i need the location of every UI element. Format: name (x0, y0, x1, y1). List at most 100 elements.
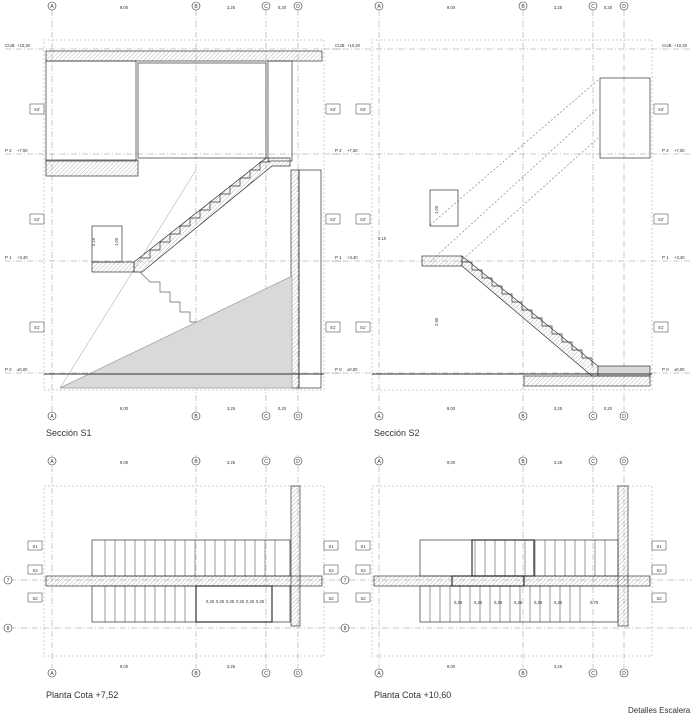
level-cub: CUB (662, 43, 672, 48)
svg-text:S3: S3 (328, 568, 334, 573)
svg-text:S3': S3' (658, 107, 664, 112)
svg-text:S2: S2 (32, 596, 38, 601)
svg-text:±0,00: ±0,00 (674, 367, 685, 372)
level-p2: P 2 (335, 148, 342, 153)
level-p0-elev: ±0,00 (17, 367, 28, 372)
svg-text:3,25: 3,25 (227, 460, 236, 465)
svg-text:0,25: 0,25 (246, 599, 255, 604)
axis-label: A (377, 414, 381, 420)
svg-text:0,25: 0,25 (454, 600, 463, 605)
svg-text:0,20: 0,20 (604, 406, 613, 411)
level-p0: P 0 (335, 367, 342, 372)
axis-label: C (591, 671, 595, 677)
svg-text:+3,40: +3,40 (674, 255, 685, 260)
axis-label: C (591, 4, 595, 10)
axis-label: D (622, 4, 626, 10)
axis-spacing-dims: 9,00 3,25 0,20 9,00 3,25 0,20 9,00 3,25 … (120, 5, 613, 669)
sheet-title: Detalles Escalera (628, 706, 691, 715)
row-axis-label: 8 (7, 626, 10, 632)
svg-text:S1: S1 (360, 544, 366, 549)
svg-text:3,25: 3,25 (227, 406, 236, 411)
svg-text:0,20: 0,20 (604, 5, 613, 10)
plan-752-drawing (10, 455, 345, 668)
svg-text:S2': S2' (658, 217, 664, 222)
svg-text:0,25: 0,25 (206, 599, 215, 604)
axis-label: D (622, 414, 626, 420)
svg-text:0,25: 0,25 (226, 599, 235, 604)
axis-label: B (521, 671, 525, 677)
axis-label: C (264, 4, 268, 10)
level-p0: P 0 (5, 367, 12, 372)
axis-label: D (622, 459, 626, 465)
axis-label: B (194, 671, 198, 677)
axis-label: D (622, 671, 626, 677)
row-axis-label: 7 (344, 578, 347, 584)
axis-label: C (591, 414, 595, 420)
row-axis-label: 7 (7, 578, 10, 584)
svg-text:0,25: 0,25 (554, 600, 563, 605)
axis-label: D (296, 459, 300, 465)
svg-text:9,00: 9,00 (120, 406, 129, 411)
svg-text:0,75: 0,75 (590, 600, 599, 605)
axis-label: B (521, 4, 525, 10)
axis-label: C (264, 459, 268, 465)
axis-label: C (591, 459, 595, 465)
svg-text:S3: S3 (656, 568, 662, 573)
svg-text:3,25: 3,25 (554, 5, 563, 10)
axis-label: C (264, 414, 268, 420)
axis-label: A (50, 4, 54, 10)
svg-text:0,25: 0,25 (494, 600, 503, 605)
section-s1-drawing (5, 10, 345, 412)
row-axis-label: 8 (344, 626, 347, 632)
svg-text:3,25: 3,25 (554, 406, 563, 411)
svg-text:9,00: 9,00 (447, 406, 456, 411)
grid-bubbles (3, 1, 629, 678)
level-cub-elev: +10,30 (17, 43, 31, 48)
svg-text:1,05: 1,05 (434, 205, 439, 214)
svg-text:S2: S2 (328, 596, 334, 601)
svg-text:9,00: 9,00 (447, 5, 456, 10)
svg-text:0,20: 0,20 (278, 5, 287, 10)
svg-text:0,25: 0,25 (216, 599, 225, 604)
svg-text:3,25: 3,25 (227, 664, 236, 669)
level-p0: P 0 (662, 367, 669, 372)
level-p1: P 1 (335, 255, 342, 260)
svg-text:S3': S3' (330, 107, 336, 112)
svg-text:+7,50: +7,50 (347, 148, 358, 153)
svg-text:S2': S2' (34, 217, 40, 222)
caption-plan-752: Planta Cota +7,52 (46, 690, 119, 700)
svg-text:S1': S1' (658, 325, 664, 330)
level-p2: P 2 (662, 148, 669, 153)
svg-text:0,25: 0,25 (514, 600, 523, 605)
plan-section-marks (27, 540, 667, 603)
caption-section-s2: Sección S2 (374, 428, 420, 438)
svg-text:S3: S3 (32, 568, 38, 573)
svg-text:±0,00: ±0,00 (347, 367, 358, 372)
svg-text:0,10: 0,10 (378, 236, 387, 241)
section-dims: 2,90 1,05 1,00 0,10 0,15 (91, 205, 439, 326)
svg-text:0,25: 0,25 (474, 600, 483, 605)
svg-text:0,15: 0,15 (91, 237, 96, 246)
svg-text:3,25: 3,25 (554, 460, 563, 465)
level-p2-elev: +7,50 (17, 148, 28, 153)
axis-label: A (50, 671, 54, 677)
svg-text:2,90: 2,90 (434, 317, 439, 326)
axis-label: D (296, 414, 300, 420)
axis-label: A (50, 459, 54, 465)
svg-text:S1: S1 (328, 544, 334, 549)
svg-text:+3,40: +3,40 (347, 255, 358, 260)
axis-label: B (521, 459, 525, 465)
axis-label: A (377, 4, 381, 10)
axis-label: A (50, 414, 54, 420)
svg-text:3,25: 3,25 (554, 664, 563, 669)
section-s2-drawing (332, 10, 692, 412)
axis-label: A (377, 671, 381, 677)
svg-text:S2': S2' (360, 217, 366, 222)
axis-label: B (194, 459, 198, 465)
level-p2: P 2 (5, 148, 12, 153)
svg-text:9,00: 9,00 (120, 5, 129, 10)
svg-text:3,25: 3,25 (227, 5, 236, 10)
section-tags (29, 103, 669, 333)
svg-text:S2: S2 (656, 596, 662, 601)
section-tag-labels: S3' S2' S1' S3' S2' S1' S3' S2' S1' S3' … (34, 107, 664, 330)
